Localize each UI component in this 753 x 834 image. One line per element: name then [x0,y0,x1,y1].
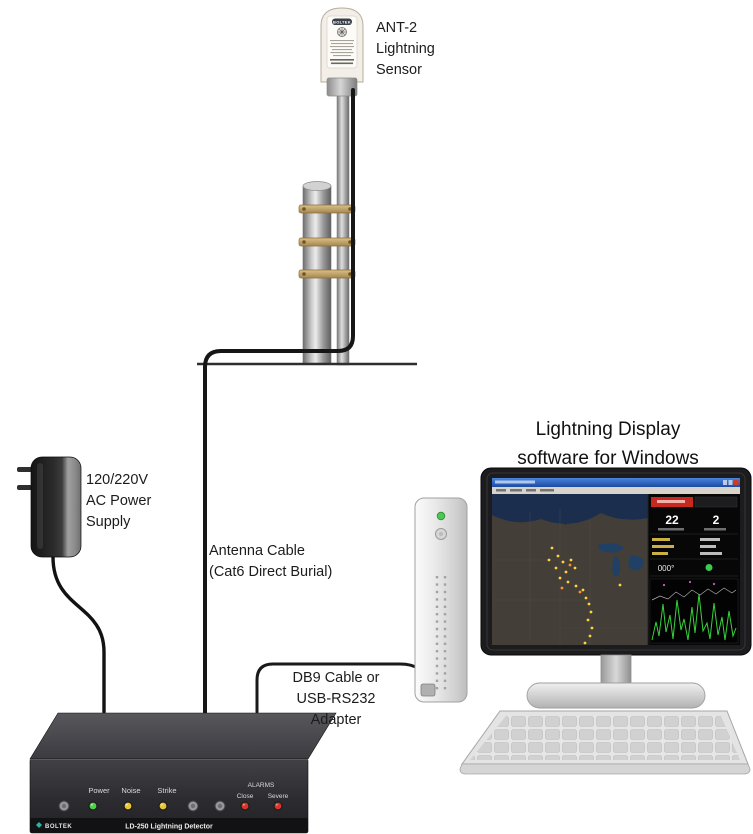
adapter-highlight [37,463,43,549]
keyboard-keys [470,716,740,760]
maximize-button [728,480,733,485]
close-alarm-label: Close [237,793,254,800]
boltek-logo [332,18,352,25]
label-ant2-sensor: ANT-2 Lightning Sensor [376,20,435,79]
label-display-software: Lightning Display software for Windows [517,419,699,469]
serial-connector [420,683,436,697]
close-alarm-led [240,801,250,811]
boltek-logo-mark [36,822,42,828]
antenna-cable [203,88,355,714]
stat-rows-hint [652,538,722,555]
screen-status-panel: 22 2 000° [647,494,740,645]
tower-power-led [436,511,446,521]
detector-brand-text: BOLTEK [45,824,72,830]
graph-magenta-dots [662,580,716,587]
sensor-mounting-collar [326,77,358,97]
plug-prong [17,485,34,490]
monitor-base [526,682,706,709]
mounting-pole [298,93,356,366]
monitor-screen: 22 2 000° [492,478,740,645]
plug-prong [17,467,34,472]
power-led [88,801,98,811]
ant2-sensor-unit: BOLTEK [320,7,364,97]
keyboard-front-edge [459,763,751,775]
graph-background [649,578,739,644]
noise-rate-value: 2 [713,513,720,527]
monitor-neck [600,654,632,685]
noise-led [123,801,133,811]
map-lake-michigan [612,556,621,577]
stat-caption-hint [704,528,726,531]
map-lake-huron [628,555,644,571]
strike-rate-value: 22 [665,513,679,527]
window-title-text-hint [495,480,535,484]
noise-led-label: Noise [121,786,140,795]
label-db9-cable: DB9 Cable or USB-RS232 Adapter [292,670,380,729]
severe-alarm-led [273,801,283,811]
tower-case [414,497,468,703]
lightning-map [492,494,648,645]
minimize-button [723,480,727,485]
label-antenna-cable: Antenna Cable (Cat6 Direct Burial) [209,543,333,581]
stat-caption-hint [658,528,684,531]
pc-tower [414,497,468,703]
strike-rate-graph [649,578,739,644]
sensor-brand-text: BOLTEK [333,20,351,25]
ac-power-supply [17,456,82,558]
keyboard [459,710,751,775]
menu-bar [492,487,740,494]
sensor-model-lines [330,59,354,65]
front-panel-button [58,800,70,812]
status-ok-dot [705,564,713,571]
map-water-north [492,494,648,524]
label-power-supply: 120/220V AC Power Supply [86,472,152,531]
front-panel-button [187,800,199,812]
window-title-bar [492,478,740,487]
strike-dots-recent [560,563,582,594]
tower-button-center [439,532,443,536]
ld250-detector: Power Noise Strike ALARMS Close Severe [29,712,337,834]
graph-white-trace [651,587,737,601]
menu-items-hint [496,489,554,492]
pole-cap [302,181,332,191]
power-cable [51,555,106,714]
alarms-title: ALARMS [248,782,275,789]
strike-led-label: Strike [157,786,176,795]
power-adapter-body [30,456,82,558]
power-led-label: Power [88,786,110,795]
map-lake-superior [598,543,624,553]
map-hudson-bay [555,500,570,525]
detector-bottom-strip [30,818,308,833]
close-button [734,480,739,485]
severe-alarm-indicator [694,496,738,508]
strike-dots [547,546,622,645]
monitor: 22 2 000° [480,467,752,709]
graph-green-trace [651,593,737,641]
strike-led [158,801,168,811]
severe-alarm-label: Severe [268,793,289,800]
sensor-fineprint-lines [330,40,354,57]
wind-heading-value: 000° [658,564,675,573]
front-panel-button [214,800,226,812]
detector-model-text: LD-250 Lightning Detector [125,824,213,831]
alarm-text-hint [657,500,685,503]
bezel-inner-edge [486,472,746,651]
antenna-mast-pipe [336,93,350,366]
